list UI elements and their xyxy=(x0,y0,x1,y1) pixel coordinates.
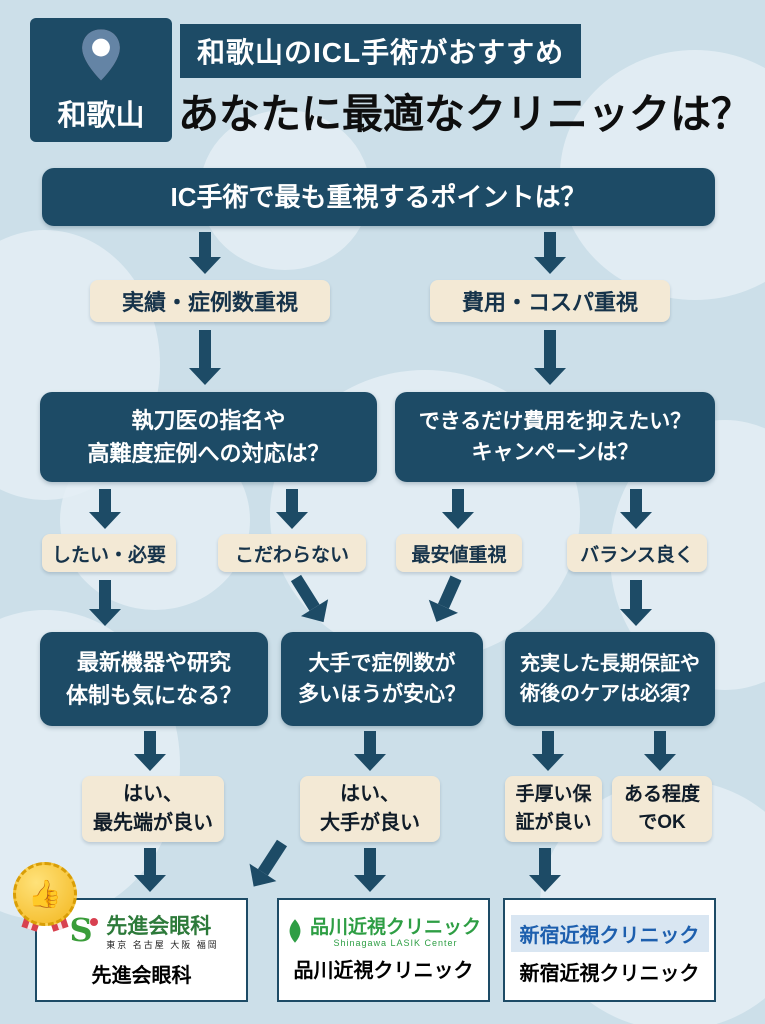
shinjuku-name: 新宿近視クリニック xyxy=(519,962,700,985)
clinic-card-senshinkai[interactable]: S 先進会眼科 東京 名古屋 大阪 福岡 先進会眼科 xyxy=(35,898,248,1002)
option-pill-want: したい・必要 xyxy=(42,534,176,572)
answer-box-latest: はい、 最先端が良い xyxy=(82,776,224,842)
arrow-q2-to-balance xyxy=(620,489,652,529)
question-box-priority: IC手術で最も重視するポイントは？ xyxy=(42,168,715,226)
arrow-cheapest-to-q3 xyxy=(421,571,471,629)
thumbs-up-medal-icon: 👍 xyxy=(12,862,78,932)
arrow-ans-to-senshinkai xyxy=(134,848,166,892)
shinagawa-logo: 品川近視クリニック Shinagawa LASIK Center xyxy=(286,916,481,949)
answer-box-major: はい、 大手が良い xyxy=(300,776,440,842)
arrow-q2-to-nopreference xyxy=(276,489,308,529)
answer-box-ok: ある程度 でOK xyxy=(612,776,712,842)
arrow-q3-to-ans-ok xyxy=(644,731,676,771)
medal-coin: 👍 xyxy=(13,862,77,926)
branch-pill-cost: 費用・コスパ重視 xyxy=(430,280,670,322)
arrow-results-to-q2 xyxy=(189,330,221,385)
clinic-card-shinagawa[interactable]: 品川近視クリニック Shinagawa LASIK Center 品川近視クリニ… xyxy=(277,898,490,1002)
arrow-ans-to-shinagawa xyxy=(354,848,386,892)
branch-pill-results: 実績・症例数重視 xyxy=(90,280,330,322)
senshinkai-s-icon: S xyxy=(64,911,100,954)
arrow-cost-to-q2 xyxy=(534,330,566,385)
clinic-card-shinjuku[interactable]: 新宿近視クリニック 新宿近視クリニック xyxy=(503,898,716,1002)
question-box-warranty: 充実した長期保証や 術後のケアは必須？ xyxy=(505,632,715,726)
arrow-q2-to-cheapest xyxy=(442,489,474,529)
arrow-want-to-q3 xyxy=(89,580,121,626)
arrow-diagonal-to-shinagawa xyxy=(240,834,295,896)
senshinkai-logo-cities: 東京 名古屋 大阪 福岡 xyxy=(106,940,219,951)
senshinkai-logo: S 先進会眼科 東京 名古屋 大阪 福岡 xyxy=(64,911,219,954)
arrow-q1-to-results xyxy=(189,232,221,274)
shinagawa-name: 品川近視クリニック xyxy=(293,959,474,982)
shinagawa-logo-sub: Shinagawa LASIK Center xyxy=(333,938,458,949)
question-box-latest-equipment: 最新機器や研究 体制も気になる？ xyxy=(40,632,268,726)
arrow-q3-to-ans-warranty xyxy=(532,731,564,771)
answer-box-warranty: 手厚い保 証が良い xyxy=(505,776,602,842)
question-box-save-cost: できるだけ費用を抑えたい？ キャンペーンは？ xyxy=(395,392,715,482)
arrow-balance-to-q3 xyxy=(620,580,652,626)
shinagawa-logo-text: 品川近視クリニック xyxy=(309,916,481,938)
arrow-q2-to-want xyxy=(89,489,121,529)
page-title: あなたに最適なクリニックは？ xyxy=(178,91,752,137)
arrow-q1-to-cost xyxy=(534,232,566,274)
shinjuku-logo-text: 新宿近視クリニック xyxy=(510,914,709,952)
location-label: 和歌山 xyxy=(57,99,145,132)
shinagawa-leaf-icon xyxy=(286,918,304,949)
option-pill-cheapest: 最安値重視 xyxy=(396,534,522,572)
question-box-major-clinic: 大手で症例数が 多いほうが安心？ xyxy=(281,632,483,726)
location-pin-icon xyxy=(74,27,128,90)
arrow-nopreference-to-q3 xyxy=(282,570,338,631)
location-badge: 和歌山 xyxy=(30,18,172,142)
question-box-surgeon: 執刀医の指名や 高難度症例への対応は？ xyxy=(40,392,377,482)
option-pill-balance: バランス良く xyxy=(567,534,707,572)
arrow-q3-to-ans-latest xyxy=(134,731,166,771)
senshinkai-name: 先進会眼科 xyxy=(91,964,192,987)
senshinkai-logo-text: 先進会眼科 xyxy=(106,914,212,938)
option-pill-nopreference: こだわらない xyxy=(218,534,366,572)
header-banner: 和歌山のICL手術がおすすめ xyxy=(180,24,582,78)
svg-text:S: S xyxy=(70,913,93,949)
arrow-ans-to-shinjuku xyxy=(529,848,561,892)
arrow-q3-to-ans-major xyxy=(354,731,386,771)
